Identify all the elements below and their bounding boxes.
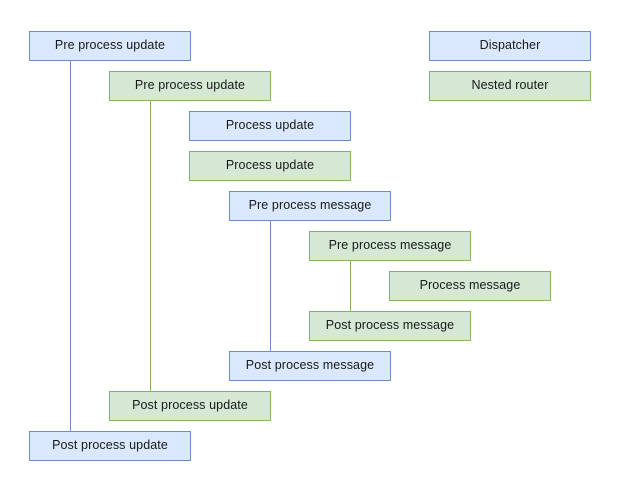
legend-item-dispatcher: Dispatcher [429, 31, 591, 61]
node-post-process-update-router[interactable]: Post process update [109, 391, 271, 421]
node-label: Pre process message [328, 238, 452, 253]
connector-n5-to-n9 [270, 221, 271, 351]
node-label: Pre process update [134, 78, 246, 93]
node-pre-process-update-router[interactable]: Pre process update [109, 71, 271, 101]
legend-item-nested-router: Nested router [429, 71, 591, 101]
node-post-process-message-router[interactable]: Post process message [309, 311, 471, 341]
legend-item-label: Nested router [471, 78, 549, 93]
node-label: Pre process update [54, 38, 166, 53]
node-process-update-router[interactable]: Process update [189, 151, 351, 181]
connector-n1-to-n11 [70, 61, 71, 431]
node-label: Process update [225, 158, 315, 173]
node-label: Pre process message [248, 198, 372, 213]
node-process-update-dispatcher[interactable]: Process update [189, 111, 351, 141]
node-pre-process-message-router[interactable]: Pre process message [309, 231, 471, 261]
node-label: Post process update [52, 438, 168, 453]
connector-n2-to-n10 [150, 101, 151, 391]
node-label: Post process message [325, 318, 455, 333]
node-post-process-update-dispatcher[interactable]: Post process update [29, 431, 191, 461]
node-process-message-router[interactable]: Process message [389, 271, 551, 301]
connector-n6-to-n8 [350, 261, 351, 311]
node-label: Process message [419, 278, 521, 293]
legend-item-label: Dispatcher [479, 38, 541, 53]
node-post-process-message-dispatcher[interactable]: Post process message [229, 351, 391, 381]
node-label: Post process update [132, 398, 248, 413]
node-pre-process-update-dispatcher[interactable]: Pre process update [29, 31, 191, 61]
node-label: Process update [225, 118, 315, 133]
node-label: Post process message [245, 358, 375, 373]
node-pre-process-message-dispatcher[interactable]: Pre process message [229, 191, 391, 221]
